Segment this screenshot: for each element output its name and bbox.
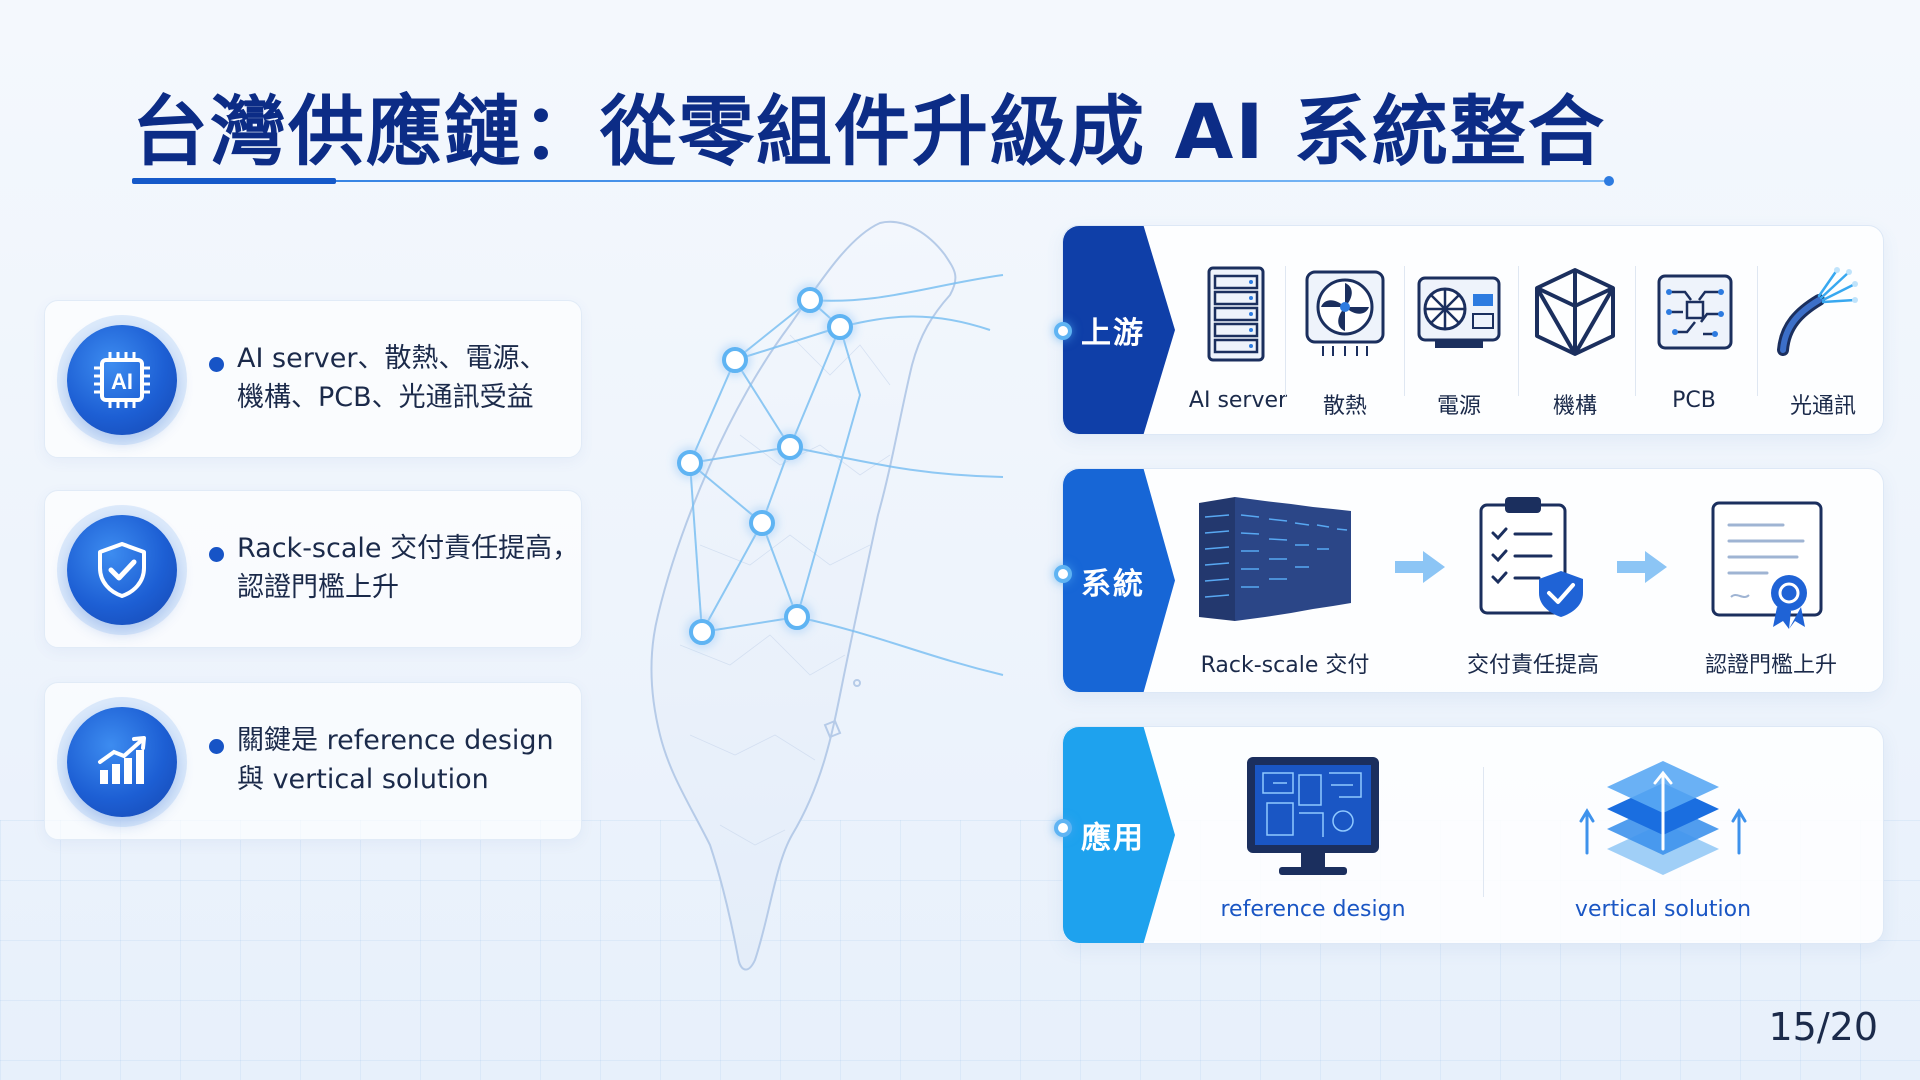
benefit-line: 認證門檻上升: [237, 572, 399, 603]
benefit-line: 與 vertical solution: [237, 764, 489, 795]
application-port: [1054, 819, 1072, 837]
separator: [1285, 266, 1286, 396]
page-number: 15/20: [1768, 1005, 1878, 1049]
stacked-layers-icon: [1573, 753, 1753, 883]
application-chevron: 應用: [1063, 727, 1175, 943]
bullet-dot: [209, 739, 224, 754]
clipboard-check-icon: [1473, 493, 1593, 623]
benefit-card-3: 關鍵是 reference design 與 vertical solution: [44, 682, 582, 840]
benefit-line: AI server、散熱、電源、: [237, 343, 547, 374]
blueprint-monitor-icon: [1243, 753, 1383, 883]
svg-text:AI: AI: [111, 369, 133, 394]
panel-system: 系統 Rack-scale 交付: [1054, 468, 1884, 693]
ai-chip-icon: AI: [67, 325, 177, 435]
application-label: 應用: [1081, 821, 1145, 856]
system-item-rack-delivery: Rack-scale 交付: [1200, 653, 1370, 678]
separator: [1518, 266, 1519, 396]
arrow-right-icon: [1393, 547, 1447, 587]
panel-upstream: 上游 AI server 散: [1054, 225, 1884, 435]
power-supply-icon: [1415, 274, 1503, 352]
upstream-label: 上游: [1081, 316, 1145, 351]
system-port: [1054, 565, 1072, 583]
pcb-icon: [1655, 272, 1735, 352]
benefit-card-2: Rack-scale 交付責任提高， 認證門檻上升: [44, 490, 582, 648]
server-rack-icon: [1195, 493, 1375, 623]
separator: [1404, 266, 1405, 396]
upstream-item-optical: 光通訊: [1789, 394, 1856, 419]
arrow-right-icon: [1615, 547, 1669, 587]
page-title: 台灣供應鏈：從零組件升級成 AI 系統整合: [132, 87, 1607, 176]
upstream-item-cooling: 散熱: [1322, 394, 1367, 419]
server-icon: [1201, 264, 1271, 364]
network-nodes: [677, 287, 853, 645]
benefit-line: 機構、PCB、光通訊受益: [237, 382, 534, 413]
application-item-reference-design: reference design: [1220, 897, 1406, 922]
optical-fiber-icon: [1775, 266, 1859, 356]
upstream-chevron: 上游: [1063, 226, 1175, 434]
bullet-dot: [209, 357, 224, 372]
system-chevron: 系統: [1063, 469, 1175, 692]
chassis-frame-icon: [1533, 266, 1617, 358]
benefit-text: Rack-scale 交付責任提高， 認證門檻上升: [237, 529, 580, 607]
upstream-item-ai-server: AI server: [1188, 388, 1288, 413]
benefit-line: 關鍵是 reference design: [237, 725, 554, 756]
title-underline-dot: [1604, 176, 1614, 186]
application-item-vertical-solution: vertical solution: [1574, 897, 1752, 922]
certificate-icon: [1707, 499, 1827, 629]
benefit-card-1: AI AI server、散熱、電源、 機構、PCB、光通訊受益: [44, 300, 582, 458]
system-label: 系統: [1081, 566, 1145, 602]
benefit-text: 關鍵是 reference design 與 vertical solution: [237, 721, 577, 799]
separator: [1635, 266, 1636, 396]
upstream-port: [1054, 322, 1072, 340]
upstream-item-pcb: PCB: [1672, 388, 1716, 413]
separator: [1757, 266, 1758, 396]
system-item-responsibility: 交付責任提高: [1466, 653, 1599, 678]
taiwan-map: [560, 215, 1100, 975]
bullet-dot: [209, 547, 224, 562]
upstream-item-mechanics: 機構: [1552, 394, 1597, 419]
growth-chart-icon: [67, 707, 177, 817]
separator: [1483, 767, 1484, 897]
upstream-item-power: 電源: [1436, 394, 1481, 419]
benefit-text: AI server、散熱、電源、 機構、PCB、光通訊受益: [237, 339, 577, 417]
cooling-fan-icon: [1303, 268, 1387, 360]
system-item-certification: 認證門檻上升: [1704, 653, 1837, 678]
panel-application: 應用 reference design: [1054, 726, 1884, 944]
title-underline: [132, 180, 1612, 182]
shield-check-icon: [67, 515, 177, 625]
benefit-line: Rack-scale 交付責任提高，: [237, 533, 580, 564]
title-underline-accent: [132, 178, 336, 184]
